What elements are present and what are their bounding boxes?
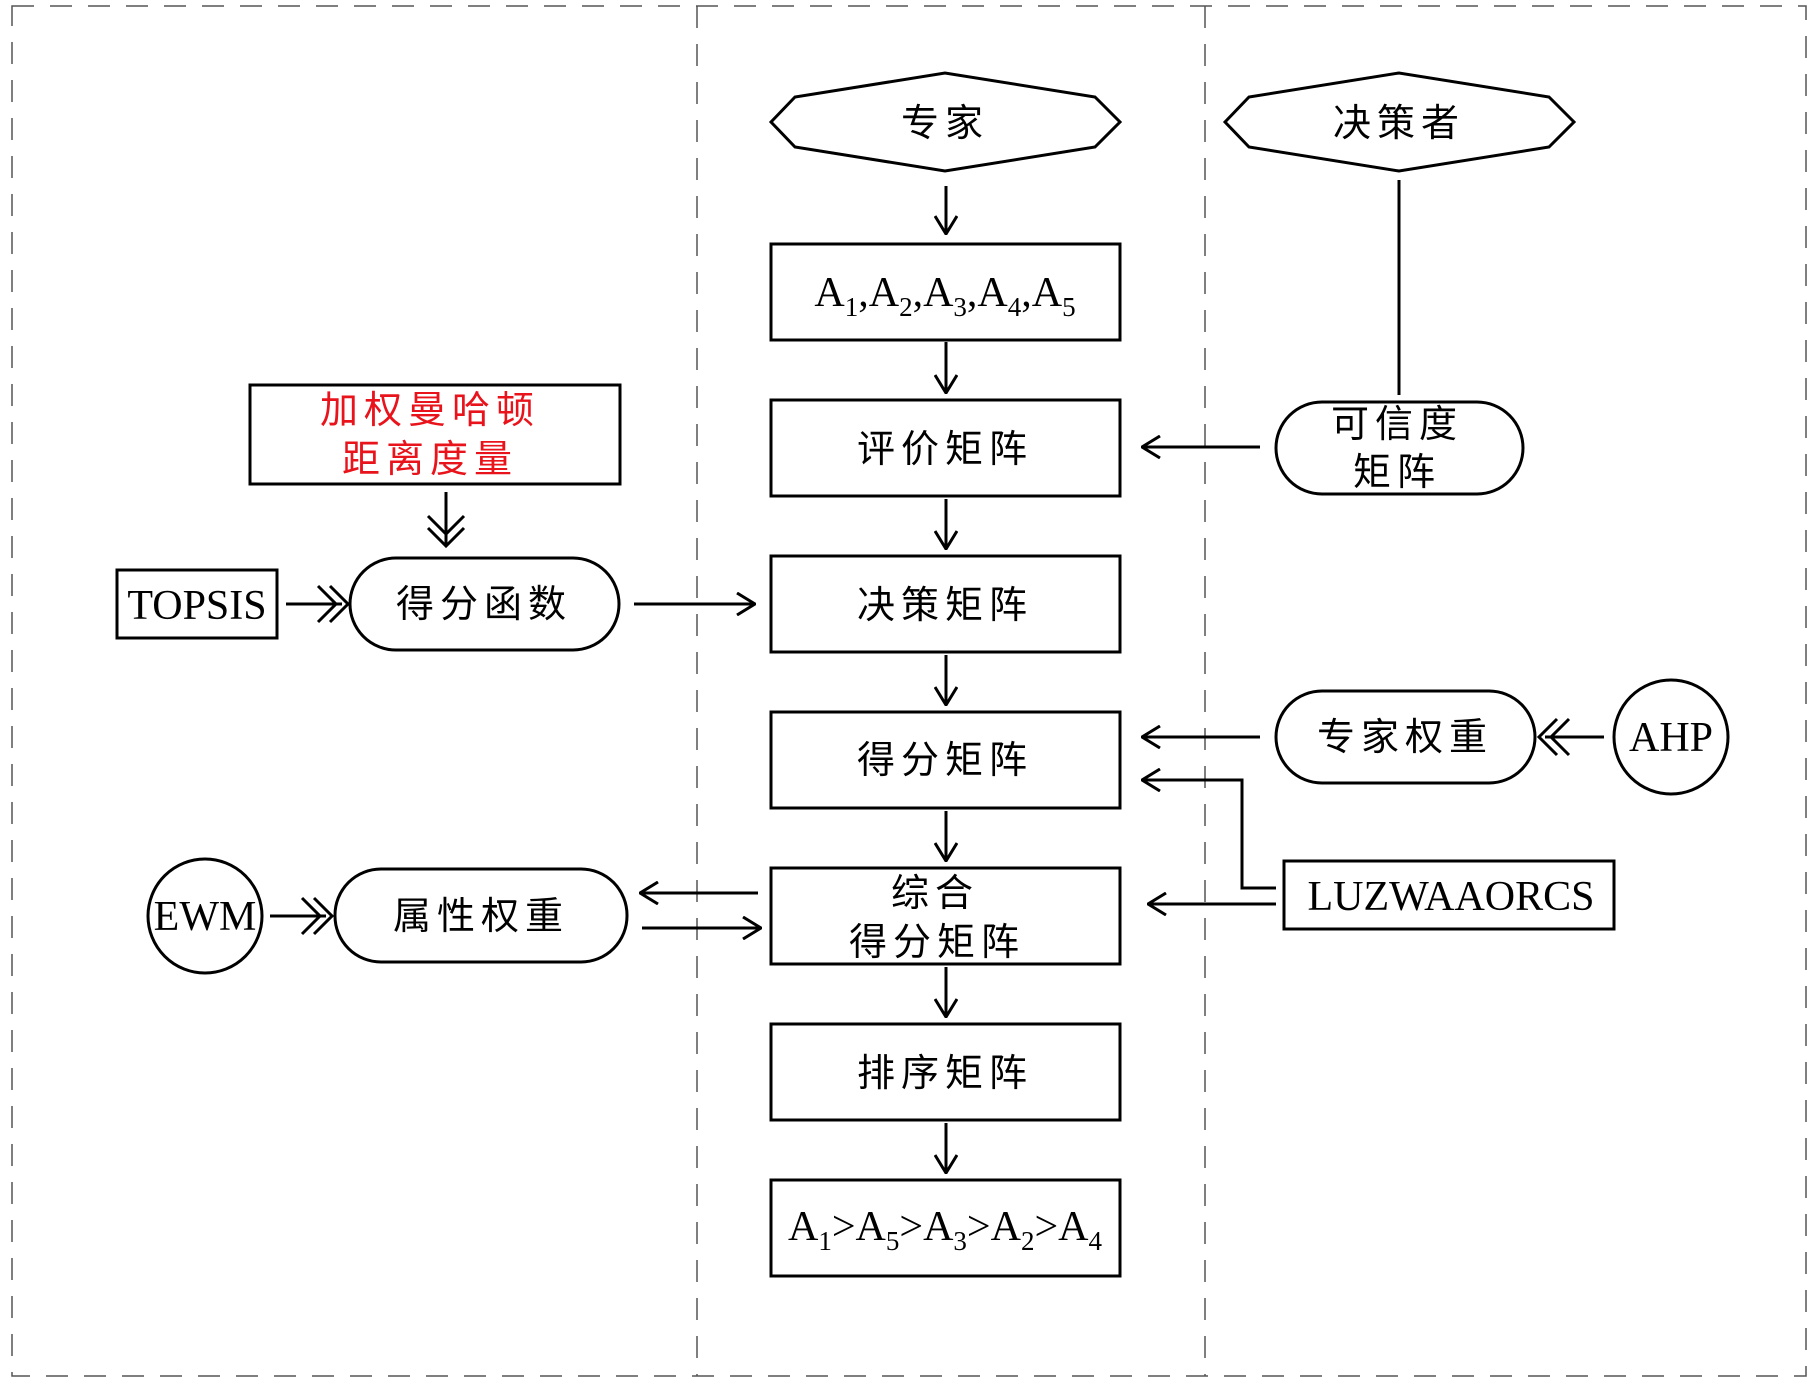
arrow-luzwaaorcs-to-score [1142, 780, 1276, 890]
decision-maker-label: 决策者 [1333, 101, 1465, 145]
rank-a5: >A [832, 1204, 887, 1250]
luzwaaorcs-node: LUZWAAORCS [1282, 859, 1616, 931]
alt-a2: ,A [858, 270, 900, 316]
ranking-matrix-node: 排序矩阵 [769, 1022, 1122, 1122]
decision-matrix-label: 决策矩阵 [857, 583, 1033, 627]
weighted-manhattan-node: 加权曼哈顿 距离度量 [248, 383, 622, 486]
double-arrow-topsis-to-score-function [286, 584, 351, 624]
double-arrow-ewm-to-attribute-weight [270, 896, 335, 936]
alt-a4: ,A [967, 270, 1009, 316]
alternatives-node: A1,A2,A3,A4,A5 [769, 242, 1122, 342]
alt-sub3: 3 [953, 292, 967, 322]
rank-sub3: 3 [953, 1226, 967, 1256]
credibility-matrix-node: 可信度 矩阵 [1274, 400, 1525, 496]
ranking-result-node: A1>A5>A3>A2>A4 [769, 1178, 1122, 1278]
ranking-result-label: A1>A5>A3>A2>A4 [788, 1204, 1102, 1256]
rank-a3: >A [899, 1204, 954, 1250]
attribute-weight-label: 属性权重 [393, 894, 569, 938]
ewm-label: EWM [154, 894, 257, 940]
score-function-label: 得分函数 [396, 582, 572, 626]
ewm-node: EWM [146, 857, 264, 975]
credibility-label-line2: 矩阵 [1353, 450, 1441, 494]
connectors [270, 180, 1604, 1173]
rank-a1: A [788, 1204, 819, 1250]
alternatives-label: A1,A2,A3,A4,A5 [814, 270, 1075, 322]
weighted-manhattan-line2: 距离度量 [342, 437, 518, 481]
luzwaaorcs-label: LUZWAAORCS [1307, 874, 1594, 920]
decision-maker-node: 决策者 [1222, 71, 1577, 173]
expert-weight-label: 专家权重 [1317, 715, 1493, 759]
comprehensive-label-line2: 得分矩阵 [849, 920, 1025, 964]
dashed-frame [11, 5, 1807, 1377]
evaluation-matrix-node: 评价矩阵 [769, 398, 1122, 498]
alt-sub1: 1 [845, 292, 859, 322]
evaluation-matrix-label: 评价矩阵 [857, 427, 1033, 471]
score-matrix-label: 得分矩阵 [857, 738, 1033, 782]
alt-sub2: 2 [899, 292, 913, 322]
credibility-label-line1: 可信度 [1331, 402, 1463, 446]
rank-a2: >A [967, 1204, 1022, 1250]
rank-sub5: 4 [1088, 1226, 1102, 1256]
alt-sub5: 5 [1062, 292, 1076, 322]
alt-a3: ,A [913, 270, 955, 316]
score-function-node: 得分函数 [348, 556, 621, 652]
ahp-label: AHP [1629, 715, 1713, 761]
ranking-matrix-label: 排序矩阵 [857, 1051, 1033, 1095]
expert-weight-node: 专家权重 [1274, 689, 1537, 785]
alt-sub4: 4 [1008, 292, 1022, 322]
topsis-label: TOPSIS [127, 583, 266, 629]
comprehensive-score-matrix-node: 综合 得分矩阵 [769, 866, 1122, 966]
double-arrow-ahp-to-expert-weight [1536, 717, 1604, 757]
decision-matrix-node: 决策矩阵 [769, 554, 1122, 654]
rank-sub1: 1 [818, 1226, 832, 1256]
rank-a4: >A [1034, 1204, 1089, 1250]
rank-sub2: 5 [886, 1226, 900, 1256]
alt-a1: A [814, 270, 845, 316]
double-arrow-manhattan-to-score-function [426, 492, 466, 549]
weighted-manhattan-line1: 加权曼哈顿 [320, 388, 540, 432]
topsis-node: TOPSIS [115, 568, 279, 640]
attribute-weight-node: 属性权重 [333, 867, 629, 964]
ahp-node: AHP [1612, 678, 1730, 796]
comprehensive-label-line1: 综合 [891, 871, 979, 915]
rank-sub4: 2 [1021, 1226, 1035, 1256]
score-matrix-node: 得分矩阵 [769, 710, 1122, 810]
expert-node: 专家 [768, 71, 1123, 173]
alt-a5: ,A [1021, 270, 1063, 316]
expert-label: 专家 [901, 101, 989, 145]
